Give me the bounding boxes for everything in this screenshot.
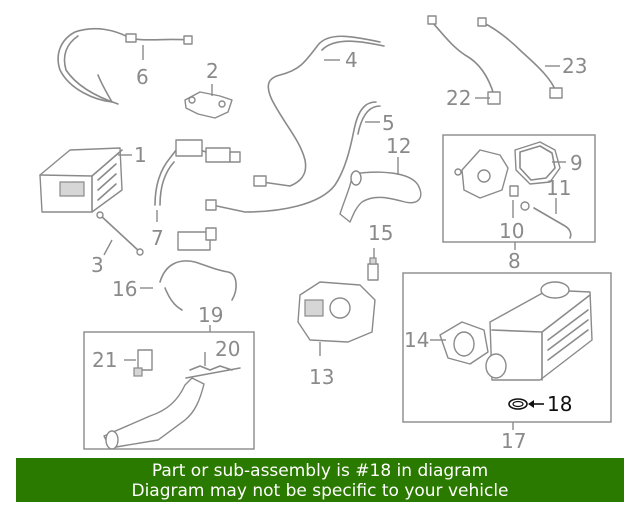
group-17-box <box>402 272 612 423</box>
part-21-sensor[interactable] <box>133 349 153 377</box>
part-16-hose[interactable] <box>159 227 237 311</box>
part-15-sensor[interactable] <box>367 257 379 281</box>
callout-7[interactable]: 7 <box>151 226 164 250</box>
part-6-hose[interactable] <box>57 27 193 105</box>
part-17-egr-cooler[interactable] <box>485 281 593 381</box>
leader-3 <box>103 239 113 256</box>
part-14-gasket[interactable] <box>439 321 489 365</box>
callout-22[interactable]: 22 <box>446 86 471 110</box>
callout-10[interactable]: 10 <box>499 219 524 243</box>
parts-diagram: 6 2 1 3 7 4 <box>39 15 612 453</box>
callout-2[interactable]: 2 <box>206 59 219 83</box>
callout-4[interactable]: 4 <box>345 48 358 72</box>
callout-18[interactable]: 18 <box>547 392 572 416</box>
group-8-box <box>442 134 596 243</box>
arrow-head-18 <box>528 400 534 408</box>
part-13-egr-valve[interactable] <box>297 281 376 343</box>
callout-19[interactable]: 19 <box>198 303 223 327</box>
callout-21[interactable]: 21 <box>92 348 117 372</box>
part-4-hose[interactable] <box>253 35 385 187</box>
notice-bar: Part or sub-assembly is #18 in diagram D… <box>16 458 624 502</box>
part-1-canister[interactable] <box>39 147 123 213</box>
callout-14[interactable]: 14 <box>404 328 429 352</box>
part-9-gasket[interactable] <box>514 141 561 185</box>
part-19-pipe[interactable] <box>103 377 205 450</box>
callout-17[interactable]: 17 <box>501 429 526 453</box>
callout-11[interactable]: 11 <box>546 176 571 200</box>
part-22-sensor[interactable] <box>427 15 501 105</box>
part-3-rod[interactable] <box>96 211 144 256</box>
callout-15[interactable]: 15 <box>368 221 393 245</box>
callout-3[interactable]: 3 <box>91 253 104 277</box>
callout-23[interactable]: 23 <box>562 54 587 78</box>
part-23-sensor[interactable] <box>477 17 563 99</box>
callout-16[interactable]: 16 <box>112 277 137 301</box>
callout-5[interactable]: 5 <box>382 111 395 135</box>
group-19-box <box>83 331 255 450</box>
callout-9[interactable]: 9 <box>570 151 583 175</box>
part-2-bracket[interactable] <box>184 91 233 119</box>
part-7-valve-hose[interactable] <box>154 139 241 206</box>
part-12-pipe[interactable] <box>339 170 422 223</box>
callout-20[interactable]: 20 <box>215 337 240 361</box>
callout-13[interactable]: 13 <box>309 365 334 389</box>
callout-8[interactable]: 8 <box>508 249 521 273</box>
part-5-hose[interactable] <box>205 101 381 213</box>
notice-line-1: Part or sub-assembly is #18 in diagram <box>151 461 489 481</box>
callout-12[interactable]: 12 <box>386 134 411 158</box>
part-18-o-ring[interactable] <box>508 398 528 410</box>
callout-1[interactable]: 1 <box>134 143 147 167</box>
callout-6[interactable]: 6 <box>136 65 149 89</box>
part-10-housing[interactable] <box>454 149 519 199</box>
part-11-tube[interactable] <box>520 201 572 239</box>
part-20-harness[interactable] <box>185 365 241 379</box>
notice-line-2: Diagram may not be specific to your vehi… <box>131 481 509 501</box>
